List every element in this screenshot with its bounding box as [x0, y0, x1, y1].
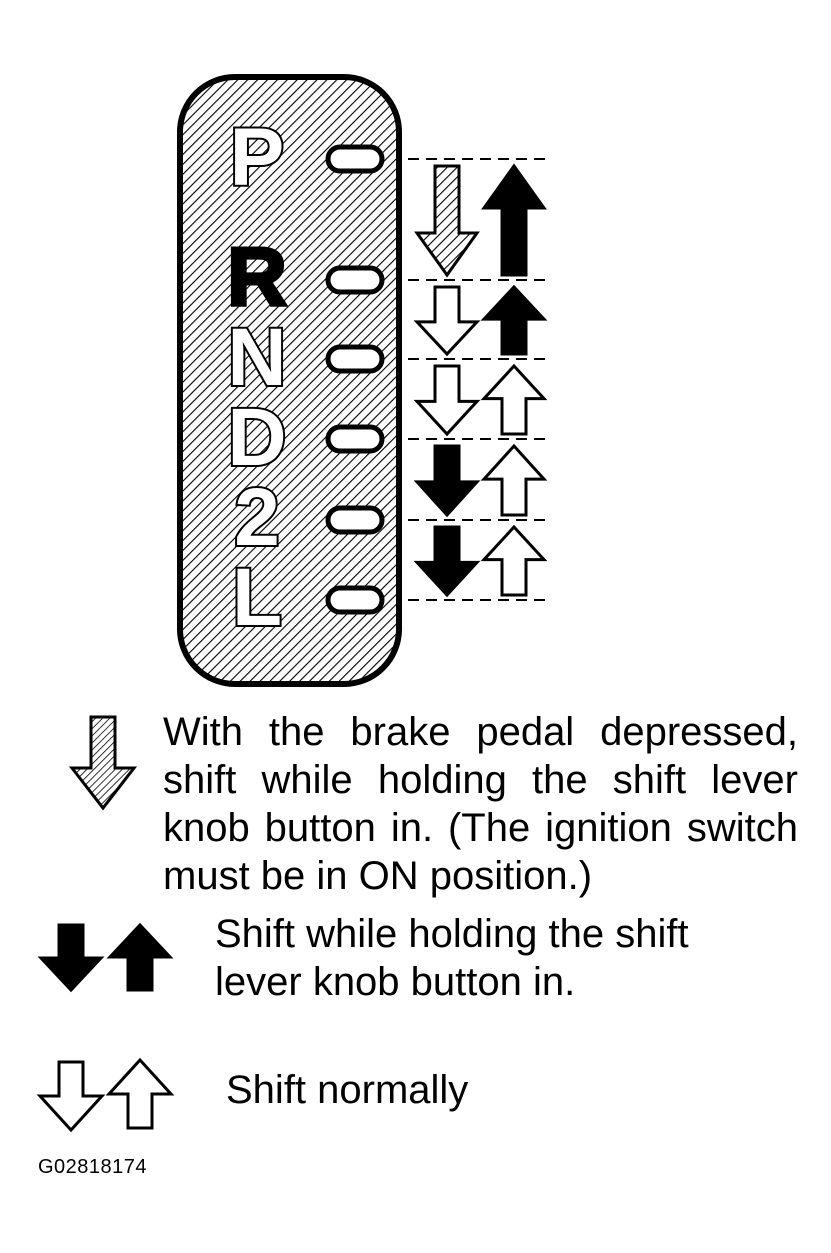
legend-solid-description: Shift while holding the shift lever knob…: [215, 912, 689, 1004]
arrow-down-d-2: [413, 444, 481, 518]
gear-label-r: R: [227, 232, 286, 323]
figure-id: G02818174: [38, 1156, 148, 1178]
legend-solid-up-arrow-icon: [106, 922, 174, 992]
arrow-down-2-l: [413, 525, 481, 598]
arrow-up-r-n: [480, 284, 548, 356]
gear-label-p: P: [230, 112, 285, 203]
arrow-down-n-d: [413, 364, 481, 437]
detent-slot-2: [325, 505, 385, 535]
arrow-down-r-n: [413, 285, 481, 357]
legend-outline-up-arrow-icon: [105, 1057, 175, 1130]
detent-slot-d: [325, 424, 385, 454]
gear-label-n: N: [227, 312, 286, 403]
arrow-down-p-r: [414, 164, 480, 278]
gear-label-d: D: [227, 392, 286, 483]
legend-outline-description: Shift normally: [226, 1068, 469, 1112]
gear-label-2: 2: [234, 472, 280, 563]
gear-label-l: L: [232, 552, 282, 643]
legend-hatched-description: With the brake pedal depressed, shift wh…: [163, 710, 798, 898]
detent-slot-l: [325, 585, 385, 615]
detent-slot-r: [325, 265, 385, 295]
arrow-up-p-r: [481, 163, 547, 277]
arrow-up-d-2: [480, 443, 548, 517]
legend-hatched-down-arrow-icon: [68, 715, 138, 811]
detent-slot-p: [325, 144, 385, 174]
detent-slot-n: [325, 344, 385, 374]
arrow-up-n-d: [480, 363, 548, 436]
legend-outline-down-arrow-icon: [36, 1060, 106, 1133]
legend-solid-down-arrow-icon: [37, 923, 105, 993]
arrow-up-2-l: [480, 524, 548, 597]
